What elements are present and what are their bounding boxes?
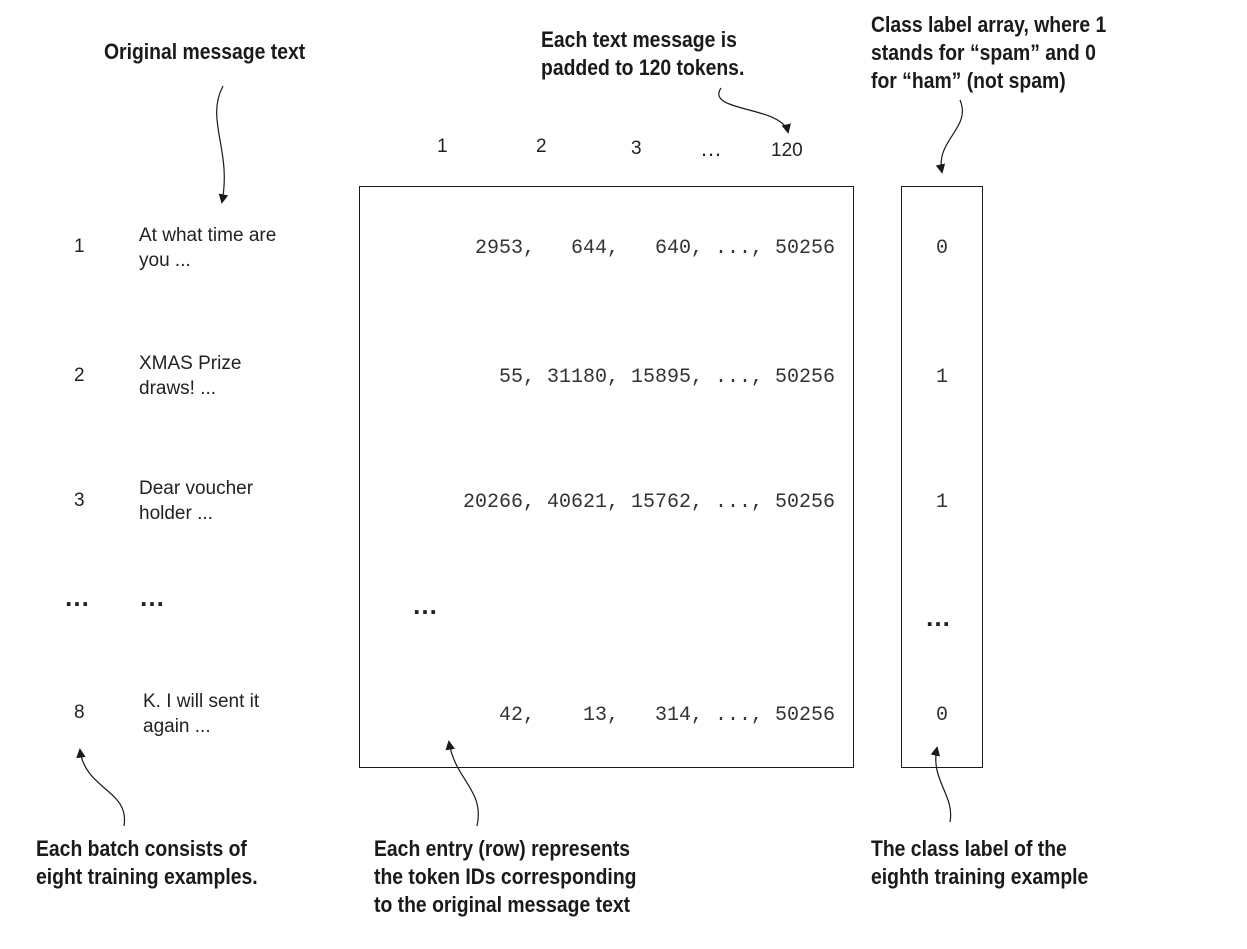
annotation-line: to the original message text — [374, 892, 631, 917]
class-label-array-annotation: Class label array, where 1 stands for “s… — [871, 11, 1106, 95]
original-message-text-annotation: Original message text — [104, 38, 305, 66]
token-id-row: 2953, 644, 640, ..., 50256 — [474, 237, 835, 260]
arrow-eighth-label — [930, 746, 952, 823]
row-index: 1 — [74, 236, 85, 257]
annotation-line: Each entry (row) represents — [374, 836, 631, 861]
token-id-row: 42, 13, 314, ..., 50256 — [498, 704, 835, 727]
class-label: 1 — [935, 491, 948, 514]
token-id-matrix — [359, 186, 854, 768]
annotation-line: for “ham” (not spam) — [871, 68, 1066, 93]
message-text: At what time are you ... — [139, 225, 277, 271]
arrow-batch-size — [76, 748, 126, 827]
annotation-line: The class label of the — [871, 836, 1067, 861]
class-label-array — [901, 186, 983, 768]
token-id-ellipsis: … — [412, 590, 441, 620]
token-id-row: 20266, 40621, 15762, ..., 50256 — [462, 491, 835, 514]
token-id-row: 55, 31180, 15895, ..., 50256 — [498, 366, 835, 389]
column-header: 2 — [536, 136, 547, 157]
arrow-original-message — [216, 85, 229, 204]
column-header: 1 — [437, 136, 448, 157]
arrow-padded — [718, 87, 791, 134]
annotation-line: Original message text — [104, 39, 306, 64]
column-header: 3 — [631, 138, 642, 159]
eighth-label-annotation: The class label of the eighth training e… — [871, 835, 1088, 891]
column-header: 120 — [771, 140, 803, 161]
entry-row-annotation: Each entry (row) represents the token ID… — [374, 835, 636, 919]
class-label: 0 — [935, 704, 948, 727]
annotation-line: eighth training example — [871, 864, 1089, 889]
annotation-line: Class label array, where 1 — [871, 12, 1107, 37]
annotation-line: eight training examples. — [36, 864, 258, 889]
annotation-line: the token IDs corresponding — [374, 864, 637, 889]
annotation-line: Each text message is — [541, 27, 737, 52]
row-index: 8 — [74, 702, 85, 723]
row-index: 2 — [74, 365, 85, 386]
batch-size-annotation: Each batch consists of eight training ex… — [36, 835, 258, 891]
padded-annotation: Each text message is padded to 120 token… — [541, 26, 744, 82]
message-text: XMAS Prize draws! ... — [139, 353, 242, 399]
annotation-line: padded to 120 tokens. — [541, 55, 745, 80]
message-text-ellipsis: … — [139, 582, 168, 612]
class-label: 1 — [935, 366, 948, 389]
arrow-entry-row — [445, 740, 479, 827]
class-label: 0 — [935, 237, 948, 260]
annotation-line: Each batch consists of — [36, 836, 247, 861]
message-text: K. I will sent it again ... — [143, 691, 260, 737]
row-index-ellipsis: … — [64, 582, 93, 612]
row-index: 3 — [74, 490, 85, 511]
annotation-line: stands for “spam” and 0 — [871, 40, 1096, 65]
arrow-class-label-array — [935, 99, 963, 174]
class-label-ellipsis: … — [925, 602, 954, 632]
column-header-ellipsis: … — [700, 136, 725, 161]
message-text: Dear voucher holder ... — [139, 478, 254, 524]
